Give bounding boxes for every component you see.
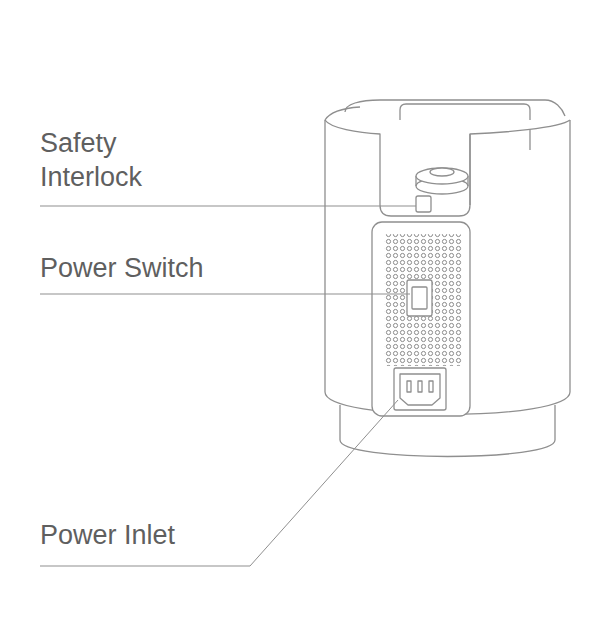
part-label: Power Inlet [40,518,300,552]
part-label: Power Switch [40,251,300,285]
part-label: Safety Interlock [40,126,190,194]
leader-lines [40,206,416,566]
